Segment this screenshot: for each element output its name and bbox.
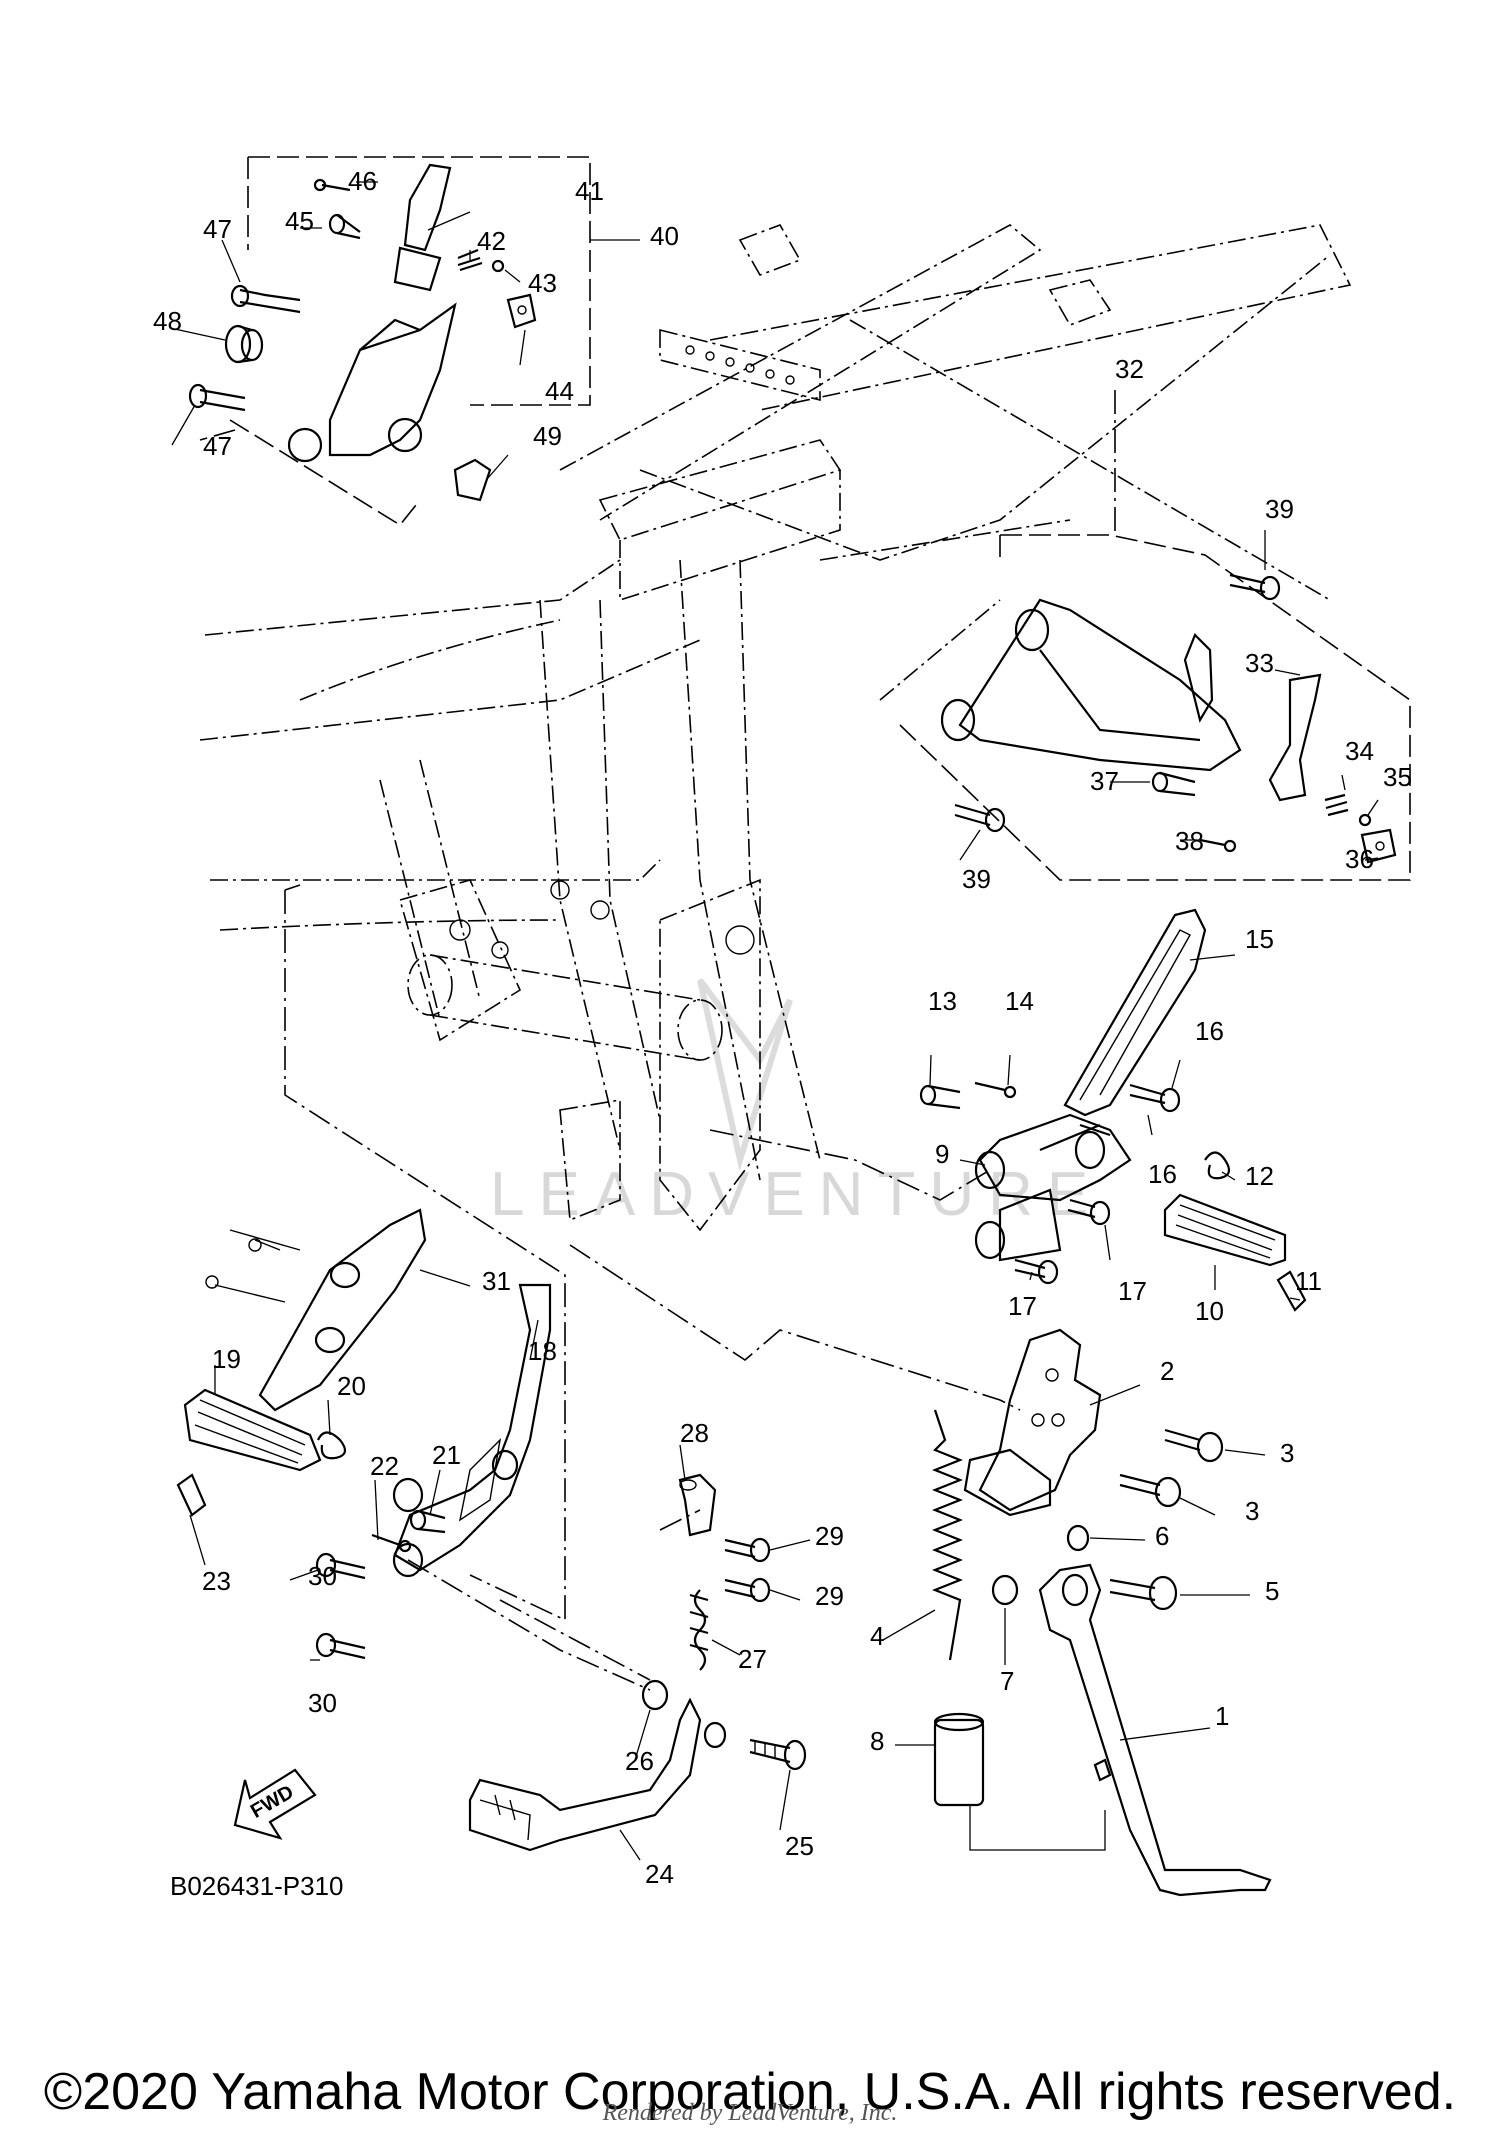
callout-47: 47 [203, 214, 232, 244]
callout-9: 9 [935, 1139, 949, 1169]
callout-26: 26 [625, 1746, 654, 1776]
callout-4: 4 [870, 1621, 884, 1651]
callout-39: 39 [962, 864, 991, 894]
callout-23: 23 [202, 1566, 231, 1596]
front-footrest-left-group [176, 884, 651, 1691]
callout-35: 35 [1383, 762, 1412, 792]
callout-18: 18 [528, 1336, 557, 1366]
callout-19: 19 [212, 1344, 241, 1374]
callout-34: 34 [1345, 736, 1374, 766]
callout-13: 13 [928, 986, 957, 1016]
callout-42: 42 [477, 226, 506, 256]
callout-16: 16 [1195, 1016, 1224, 1046]
callout-43: 43 [528, 268, 557, 298]
callout-2: 2 [1160, 1356, 1174, 1386]
watermark-text: LEADVENTURE [490, 1160, 1102, 1229]
callout-16: 16 [1148, 1159, 1177, 1189]
watermark: LEADVENTURE [490, 978, 1102, 1229]
callout-29: 29 [815, 1521, 844, 1551]
drawing-code: B026431-P310 [170, 1871, 343, 1901]
fwd-label: FWD [247, 1781, 297, 1823]
callout-38: 38 [1175, 826, 1204, 856]
callout-5: 5 [1265, 1576, 1279, 1606]
rear-footrest-left-group [169, 156, 640, 527]
callout-30: 30 [308, 1561, 337, 1591]
callout-36: 36 [1345, 844, 1374, 874]
callout-49: 49 [533, 421, 562, 451]
callout-14: 14 [1005, 986, 1034, 1016]
callout-22: 22 [370, 1451, 399, 1481]
callout-11: 11 [1295, 1266, 1322, 1296]
callout-6: 6 [1155, 1521, 1169, 1551]
callout-31: 31 [482, 1266, 511, 1296]
callout-41: 41 [575, 176, 604, 206]
callout-15: 15 [1245, 924, 1274, 954]
callout-37: 37 [1090, 766, 1119, 796]
callout-45: 45 [285, 206, 314, 236]
callout-20: 20 [337, 1371, 366, 1401]
callout-12: 12 [1245, 1161, 1274, 1191]
callout-44: 44 [545, 376, 574, 406]
callout-25: 25 [785, 1831, 814, 1861]
callout-28: 28 [680, 1418, 709, 1448]
brake-pedal-group [468, 1444, 811, 1861]
callout-1: 1 [1215, 1701, 1229, 1731]
callout-10: 10 [1195, 1296, 1224, 1326]
callout-30: 30 [308, 1688, 337, 1718]
callout-47: 47 [203, 431, 232, 461]
callout-46: 46 [348, 166, 377, 196]
fwd-arrow: FWD [233, 1768, 317, 1840]
front-footrest-right-group [709, 908, 1307, 1312]
side-stand-group [569, 1244, 1272, 1897]
frame-assembly [199, 224, 1352, 1232]
callout-17: 17 [1118, 1276, 1147, 1306]
callout-48: 48 [153, 306, 182, 336]
callout-29: 29 [815, 1581, 844, 1611]
callout-8: 8 [870, 1726, 884, 1756]
callout-21: 21 [432, 1440, 461, 1470]
callout-39: 39 [1265, 494, 1294, 524]
render-credit: Rendered by LeadVenture, Inc. [602, 2100, 898, 2126]
callout-24: 24 [645, 1859, 674, 1889]
callout-3: 3 [1280, 1438, 1294, 1468]
callout-40: 40 [650, 221, 679, 251]
rear-footrest-right-group [899, 390, 1411, 881]
callout-33: 33 [1245, 648, 1274, 678]
copyright-notice: ©2020 Yamaha Motor Corporation, U.S.A. A… [43, 2063, 1457, 2121]
callout-32: 32 [1115, 354, 1144, 384]
callout-3: 3 [1245, 1496, 1259, 1526]
callout-27: 27 [738, 1644, 767, 1674]
callout-17: 17 [1008, 1291, 1037, 1321]
callout-7: 7 [1000, 1666, 1014, 1696]
